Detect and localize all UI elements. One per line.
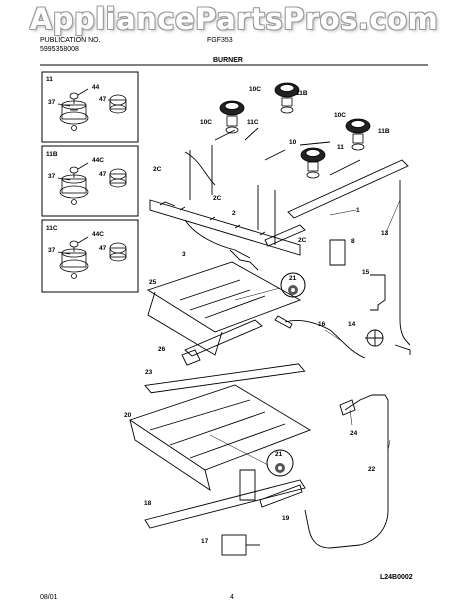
bracket-15 — [370, 274, 386, 311]
svg-text:37: 37 — [48, 173, 56, 180]
label-2c: 2C — [298, 237, 307, 244]
label-20: 20 — [124, 412, 132, 419]
burner-26 — [184, 319, 263, 357]
svg-text:37: 37 — [48, 99, 56, 106]
svg-text:47: 47 — [99, 171, 107, 178]
label-2c: 2C — [153, 166, 162, 173]
igniter-19 — [259, 484, 303, 508]
orifice-8 — [329, 239, 346, 266]
manifold-assembly — [149, 127, 409, 271]
burner-panels — [128, 261, 312, 556]
burner-tube-18 — [144, 479, 306, 529]
label-23: 23 — [145, 369, 153, 376]
tube-16 — [284, 319, 366, 359]
svg-text:47: 47 — [99, 96, 107, 103]
label-15: 15 — [362, 269, 370, 276]
svg-text:44: 44 — [92, 84, 100, 91]
label-21: 21 — [289, 275, 297, 282]
label-2: 2 — [232, 210, 236, 217]
label-21: 21 — [275, 451, 283, 458]
label-18: 18 — [144, 500, 152, 507]
knob-cap-part — [108, 94, 127, 114]
label-11b: 11B — [378, 128, 390, 135]
panel-20 — [128, 384, 312, 471]
knob-cap-part — [109, 168, 127, 188]
model-number: FGF353 — [207, 37, 233, 44]
drawing-number: L24B0002 — [380, 574, 413, 581]
label-26: 26 — [158, 346, 166, 353]
label-22: 22 — [368, 466, 376, 473]
inset-title: 11C — [46, 225, 58, 232]
label-13: 13 — [381, 230, 389, 237]
label-16: 16 — [318, 321, 326, 328]
svg-text:44C: 44C — [92, 157, 104, 164]
gas-line-13 — [399, 180, 411, 346]
leader-lines — [209, 199, 401, 466]
burner-head-part — [57, 236, 89, 279]
label-3: 3 — [182, 251, 186, 258]
inset-box-11b: 11B 44C 37 47 — [41, 145, 139, 217]
gas-line-assembly — [274, 180, 411, 359]
footer-date: 08/01 — [40, 594, 58, 601]
label-24: 24 — [350, 430, 358, 437]
lower-gas-line — [304, 394, 389, 549]
valve-17 — [221, 534, 247, 556]
grommet-21-upper — [280, 272, 306, 298]
inset-title: 11B — [46, 151, 58, 158]
svg-text:37: 37 — [48, 247, 56, 254]
watermark: AppliancePartsPros.com — [29, 2, 439, 36]
panel-25 — [146, 261, 302, 333]
burner-head-part — [57, 88, 89, 131]
label-19: 19 — [282, 515, 290, 522]
burner-head-rear-right — [345, 118, 371, 151]
burner-head-rear-left — [219, 100, 245, 134]
svg-text:47: 47 — [99, 245, 107, 252]
connector-24 — [339, 399, 356, 416]
label-14: 14 — [348, 321, 356, 328]
burner-heads — [219, 82, 371, 179]
inset-title: 11 — [46, 76, 53, 83]
label-2c: 2C — [213, 195, 222, 202]
publication-number: 5995358008 — [40, 46, 79, 53]
burner-head-front — [300, 147, 326, 179]
knob-cap-part — [109, 242, 127, 262]
part-number-labels: 10C 11B 10C 11C 10C 11B 10 11 2C 2C 2C 2… — [124, 86, 390, 545]
label-11c: 11C — [247, 119, 259, 126]
inset-box-11c: 11C 44C 37 47 — [41, 219, 139, 293]
label-10c: 10C — [249, 86, 261, 93]
burner-head-rear-center — [274, 82, 300, 114]
grommet-21-lower — [266, 449, 294, 477]
inset-box-11: 11 44 37 47 — [41, 71, 139, 143]
page-number: 4 — [230, 594, 234, 601]
label-10c: 10C — [200, 119, 212, 126]
label-1: 1 — [356, 207, 360, 214]
label-25: 25 — [149, 279, 157, 286]
manifold-tube-1 — [287, 159, 409, 219]
burner-head-part — [57, 162, 89, 205]
publication-label: PUBLICATION NO. — [40, 37, 101, 44]
label-10: 10 — [289, 139, 297, 146]
label-17: 17 — [201, 538, 209, 545]
manifold-bracket — [149, 199, 301, 256]
gas-line-22 — [304, 394, 389, 549]
label-11b: 11B — [296, 90, 308, 97]
label-10c: 10C — [334, 112, 346, 119]
svg-text:44C: 44C — [92, 231, 104, 238]
burner-tube-23 — [144, 363, 306, 394]
label-11: 11 — [337, 144, 344, 151]
section-title: BURNER — [213, 57, 243, 64]
label-8: 8 — [351, 238, 355, 245]
